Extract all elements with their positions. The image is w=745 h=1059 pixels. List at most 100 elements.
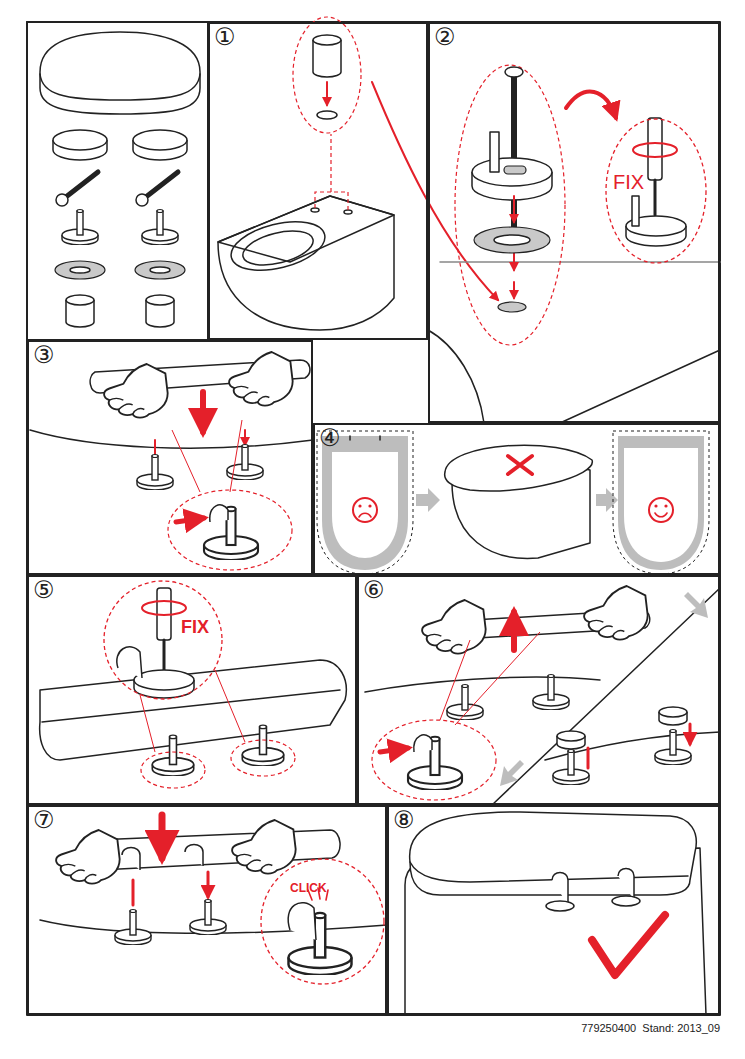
cover-cap bbox=[557, 731, 585, 741]
bolt-head bbox=[505, 67, 523, 77]
down-arrow bbox=[155, 430, 245, 455]
washer-plate bbox=[474, 227, 550, 253]
step-panel: ⑧ bbox=[387, 805, 720, 1015]
anchor-top bbox=[146, 295, 174, 305]
hinge-base bbox=[472, 158, 552, 186]
detail-circle bbox=[293, 17, 361, 133]
down-arrow bbox=[588, 724, 690, 768]
seat-outline-dashed bbox=[613, 431, 709, 574]
step-number: ② bbox=[434, 25, 456, 49]
cross-mark bbox=[508, 456, 532, 474]
sheet-frame bbox=[27, 22, 720, 1015]
hinge-base bbox=[546, 901, 574, 911]
anchor-top bbox=[66, 295, 94, 305]
rotation-arrow bbox=[633, 143, 677, 157]
seat-outline bbox=[365, 677, 600, 692]
bowl-edge bbox=[428, 330, 484, 423]
hinge-base bbox=[533, 675, 569, 711]
hinge-base bbox=[242, 725, 283, 766]
hinge-barrel bbox=[117, 647, 142, 678]
action-word: FIX bbox=[613, 172, 644, 192]
direction-arrow bbox=[684, 592, 708, 618]
hand bbox=[229, 352, 293, 406]
callout-circle bbox=[261, 859, 384, 984]
hinge-post bbox=[490, 132, 499, 172]
cover-cap bbox=[133, 130, 187, 150]
face-eye bbox=[358, 504, 361, 507]
hand bbox=[104, 364, 168, 418]
press-arrow bbox=[159, 815, 166, 858]
plate-slot bbox=[150, 267, 170, 273]
hinge-base bbox=[115, 910, 151, 946]
lid-edge bbox=[410, 862, 688, 882]
hinge-barrel bbox=[210, 505, 228, 522]
step-number: ⑤ bbox=[33, 578, 55, 602]
down-arrow bbox=[513, 282, 515, 298]
step-panel: ③ bbox=[27, 340, 313, 575]
face-mouth bbox=[359, 513, 371, 517]
detail-circle bbox=[231, 740, 295, 776]
detail-callout: FIX bbox=[605, 118, 707, 264]
screwdriver-tip bbox=[654, 180, 657, 215]
hinge-barrel bbox=[288, 903, 316, 940]
hand bbox=[422, 600, 486, 654]
parts-panel bbox=[27, 22, 208, 340]
seat-edge bbox=[42, 690, 340, 722]
cover-cap bbox=[53, 130, 107, 150]
check-mark bbox=[592, 915, 665, 975]
bolt-shaft bbox=[62, 172, 98, 200]
hinge-mark bbox=[350, 436, 380, 440]
base-slot bbox=[504, 166, 526, 174]
face-mouth bbox=[655, 513, 667, 517]
bowl-rim bbox=[226, 213, 330, 279]
lid-edge bbox=[40, 74, 200, 100]
rotation-arrow bbox=[142, 601, 186, 615]
step-panel: ② FIX bbox=[428, 22, 720, 423]
callout-outline bbox=[103, 580, 223, 700]
step-number: ③ bbox=[33, 343, 55, 367]
down-arrow bbox=[513, 196, 515, 222]
step-number: ⑦ bbox=[33, 808, 55, 832]
seat-lid bbox=[410, 812, 697, 895]
anchor-top bbox=[313, 35, 341, 45]
sad-face bbox=[353, 498, 377, 522]
step-panel: ④ bbox=[313, 423, 720, 575]
hinge-base bbox=[190, 900, 226, 936]
detail-callout: FIX bbox=[103, 580, 223, 700]
document-number: 779250400 Stand: 2013_09 bbox=[480, 1022, 720, 1034]
cover-cap bbox=[659, 707, 687, 717]
face-eye bbox=[368, 504, 371, 507]
hinge-base bbox=[553, 750, 589, 786]
down-arrow bbox=[133, 872, 208, 905]
hinge-base bbox=[134, 670, 194, 690]
seat-outline bbox=[30, 430, 313, 448]
ceramic-edge bbox=[560, 350, 720, 423]
hinge-base bbox=[152, 735, 193, 776]
hand bbox=[584, 586, 648, 640]
mount-hole bbox=[498, 302, 526, 312]
callout-circle bbox=[606, 119, 706, 263]
detail-circle bbox=[168, 490, 292, 570]
step-panel: ⑥ bbox=[357, 575, 720, 805]
insert-arrow bbox=[326, 82, 328, 105]
step-arrow bbox=[416, 488, 440, 512]
step-panel: ① bbox=[208, 22, 428, 340]
bolt-shaft bbox=[142, 172, 178, 200]
seat-shadow bbox=[618, 436, 704, 570]
detail-circle bbox=[372, 720, 496, 800]
fixing-hole bbox=[311, 208, 319, 212]
hand bbox=[232, 820, 296, 874]
step-number: ④ bbox=[319, 426, 341, 450]
bolt-head bbox=[136, 194, 148, 206]
bolt-head bbox=[56, 194, 68, 206]
rim-line bbox=[440, 261, 720, 263]
step-number: ⑧ bbox=[393, 808, 415, 832]
happy-face bbox=[649, 498, 673, 522]
step-panel: ⑦ CLICK bbox=[27, 805, 387, 1015]
step-panel: ⑤ FIX bbox=[27, 575, 357, 805]
seat-side bbox=[40, 660, 347, 760]
leader-line bbox=[172, 420, 242, 492]
action-word: CLICK bbox=[290, 882, 327, 894]
